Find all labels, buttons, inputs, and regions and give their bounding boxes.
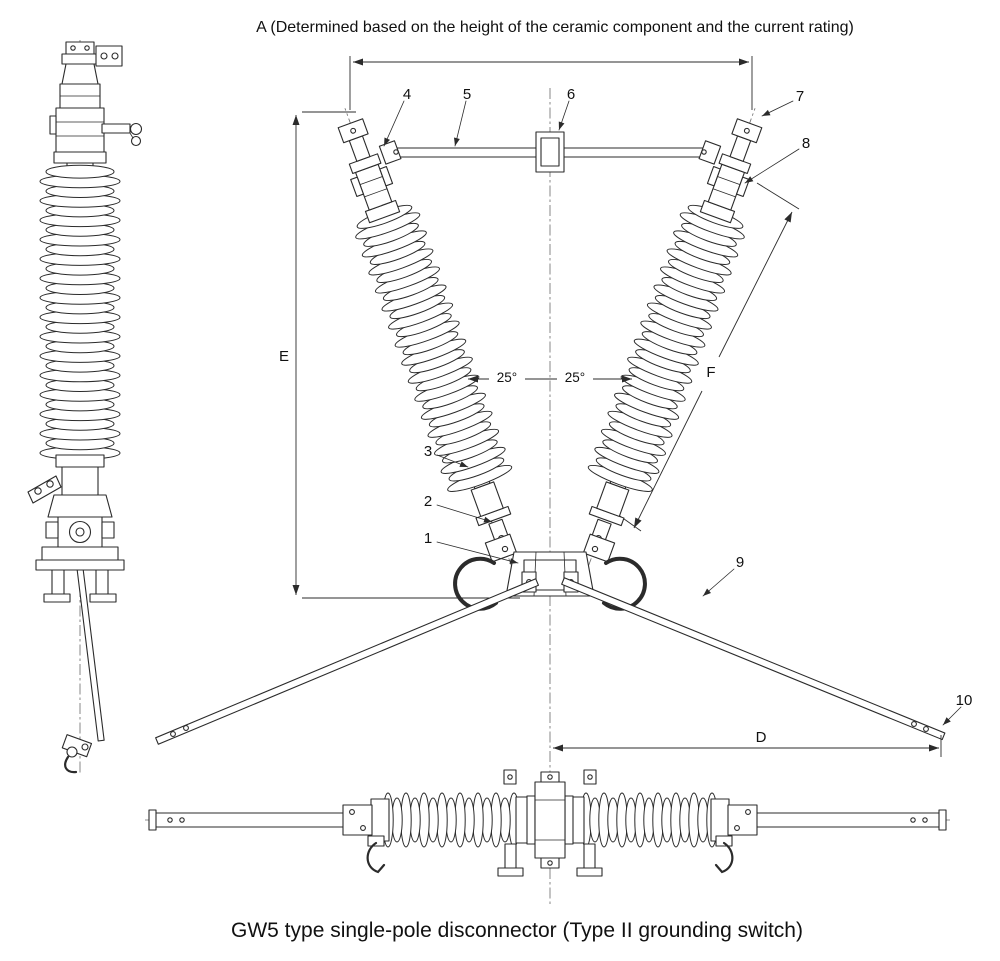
dimension-a [349,56,753,110]
dimension-label-f: F [706,364,715,381]
part-callouts: 4 5 6 7 8 3 2 1 9 10 [383,86,973,726]
part-label-6: 6 [567,86,575,103]
right-hook [714,841,734,874]
bottom-left-insulator [382,792,520,848]
part-label-10: 10 [956,692,973,709]
right-stop-hook [602,556,647,611]
dimension-label-d: D [756,729,767,746]
front-view: E F [155,56,973,905]
part-label-8: 8 [802,135,810,152]
dimension-d: D [553,729,942,757]
right-insulator-column [554,96,788,581]
part-label-1: 1 [424,530,432,547]
part-label-4: 4 [403,86,411,103]
part-label-3: 3 [424,443,432,460]
left-hook [366,841,386,874]
dimension-a-note: A (Determined based on the height of the… [256,19,854,36]
part-label-9: 9 [736,554,744,571]
bottom-right-insulator [580,792,718,848]
right-arm [561,577,946,741]
bottom-center-assembly [497,769,603,877]
bottom-view [145,769,950,877]
grounding-arms [155,577,946,745]
terminal-pad [95,45,123,67]
part-label-7: 7 [796,88,804,105]
part-label-2: 2 [424,493,432,510]
top-linkage [378,131,722,173]
side-view [27,40,143,775]
part-label-5: 5 [463,86,471,103]
dimension-label-e: E [279,348,289,365]
angle-label-left: 25° [497,370,517,385]
angle-annotation: 25° 25° [468,368,632,385]
dimension-e: E [279,111,520,599]
side-view-insulator [39,164,121,460]
dimension-f: F [609,182,800,532]
angle-label-right: 25° [565,370,585,385]
drawing-caption: GW5 type single-pole disconnector (Type … [231,919,803,942]
left-arm [155,578,539,745]
